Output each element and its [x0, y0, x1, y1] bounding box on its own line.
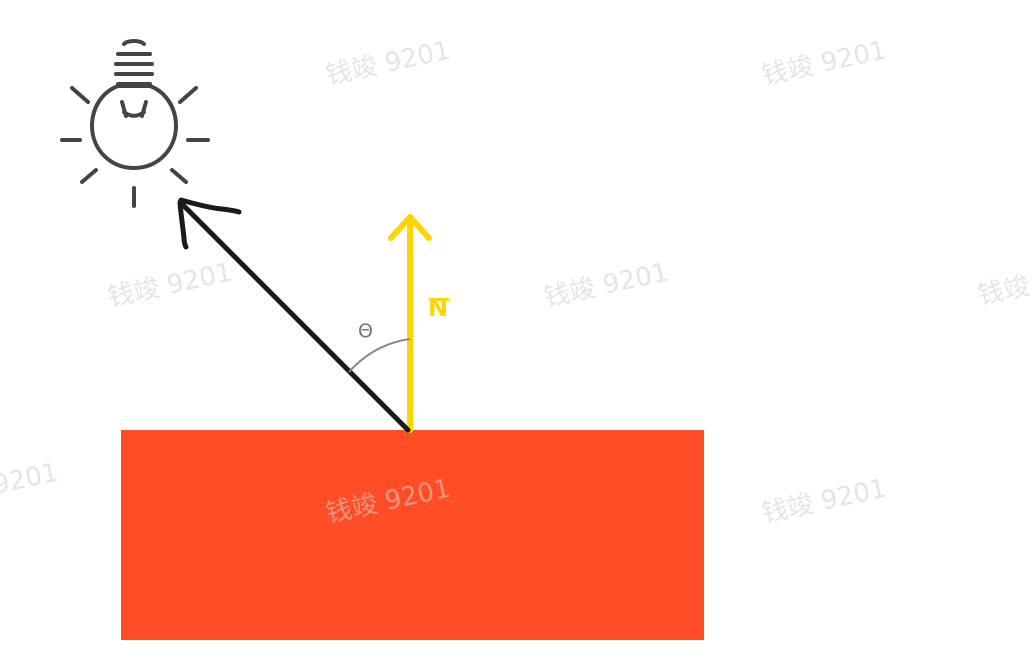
light-ray — [177, 197, 411, 433]
normal-label: N — [428, 294, 449, 322]
angle-arc — [348, 338, 411, 373]
surface-rect — [121, 430, 704, 640]
angle-label: Θ — [358, 320, 373, 342]
normal-label-overbar — [429, 298, 449, 301]
lightbulb-icon — [60, 39, 210, 208]
normal-vector — [388, 214, 432, 433]
